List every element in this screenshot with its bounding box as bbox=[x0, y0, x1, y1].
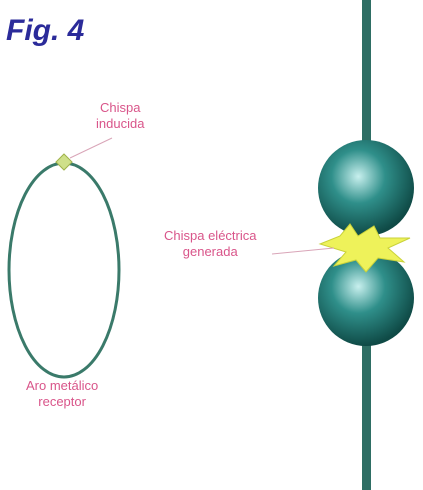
induced-spark-icon bbox=[56, 154, 72, 170]
induced-spark-label-line1: Chispa bbox=[96, 100, 144, 116]
generated-spark-label-line1: Chispa eléctrica bbox=[164, 228, 257, 244]
upper-sphere bbox=[318, 140, 414, 236]
receiver-ring-label: Aro metálico receptor bbox=[26, 378, 98, 410]
induced-spark-leader bbox=[70, 138, 112, 158]
receiver-ring-label-line1: Aro metálico bbox=[26, 378, 98, 394]
receiver-ring bbox=[9, 163, 119, 377]
generated-spark-leader bbox=[272, 248, 334, 254]
induced-spark-label-line2: inducida bbox=[96, 116, 144, 132]
induced-spark-label: Chispa inducida bbox=[96, 100, 144, 132]
generated-spark-label: Chispa eléctrica generada bbox=[164, 228, 257, 260]
receiver-ring-label-line2: receptor bbox=[26, 394, 98, 410]
generated-spark-label-line2: generada bbox=[164, 244, 257, 260]
